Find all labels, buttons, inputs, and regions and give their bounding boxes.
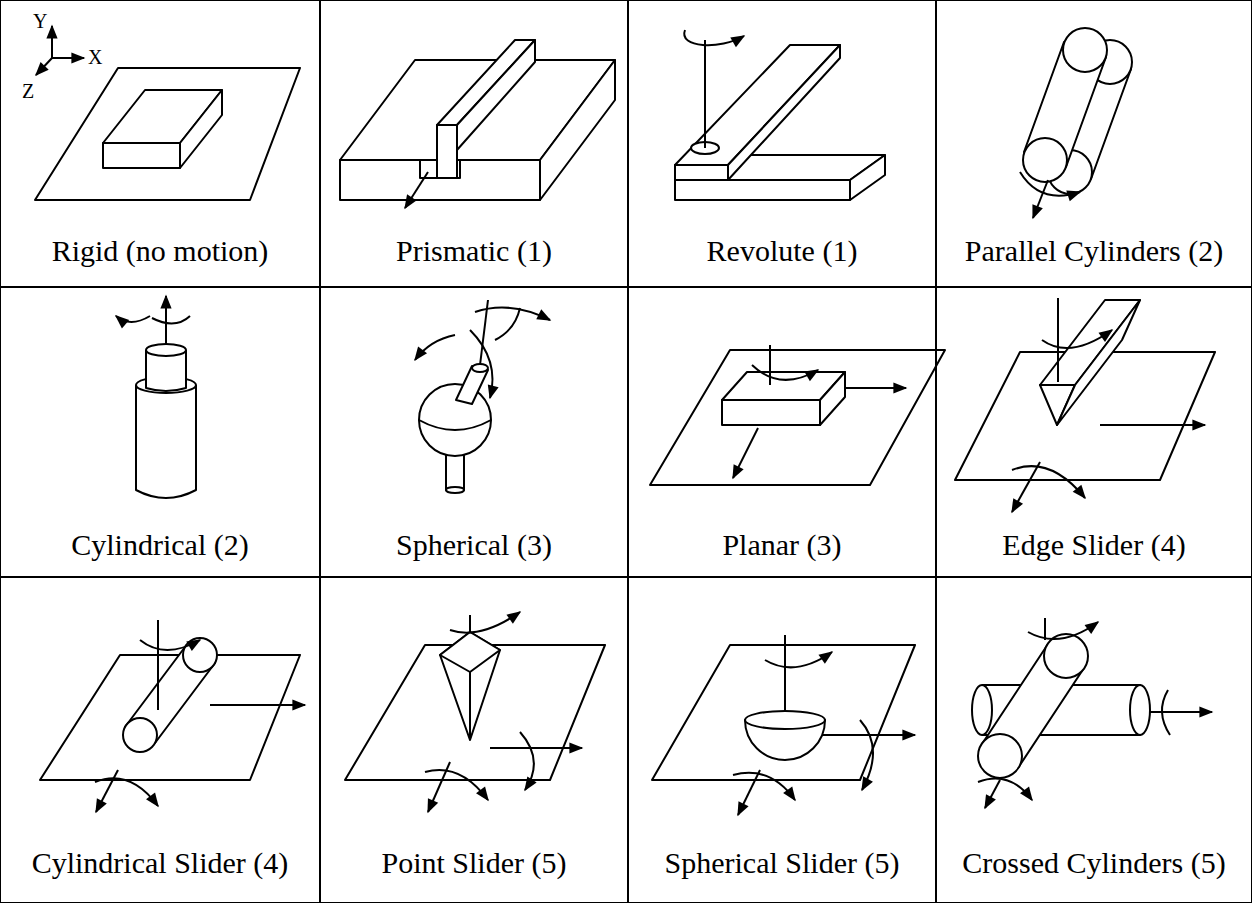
joint-cell: Spherical (3) (320, 287, 628, 577)
point-slider-figure (345, 612, 605, 812)
joint-cell: Revolute (1) (628, 0, 936, 287)
joint-caption: Spherical (3) (321, 528, 627, 562)
joint-cell: Prismatic (1) (320, 0, 628, 287)
joint-caption: Cylindrical (2) (1, 528, 319, 562)
joint-cell: Edge Slider (4) (936, 287, 1252, 577)
joint-caption: Crossed Cylinders (5) (937, 846, 1251, 880)
joint-cell: Parallel Cylinders (2) (936, 0, 1252, 287)
joint-caption: Edge Slider (4) (937, 528, 1251, 562)
cylindrical-slider-figure (40, 620, 305, 812)
joint-cell: Crossed Cylinders (5) (936, 577, 1252, 903)
joint-caption: Prismatic (1) (321, 234, 627, 268)
revolute-figure (675, 30, 885, 200)
joint-caption: Revolute (1) (629, 234, 935, 268)
axis-label: Y (33, 10, 47, 32)
joint-cell: Point Slider (5) (320, 577, 628, 903)
joint-caption: Planar (3) (629, 528, 935, 562)
cylindrical-figure (116, 296, 196, 498)
joint-cell: Cylindrical (2) (0, 287, 320, 577)
edge-slider-figure (955, 298, 1215, 512)
axis-label: Z (22, 80, 34, 102)
joint-cell: Rigid (no motion) (0, 0, 320, 287)
axis-label: X (88, 46, 102, 68)
prismatic-figure (340, 40, 615, 208)
spherical-slider-figure (652, 635, 915, 815)
joint-cell: Cylindrical Slider (4) (0, 577, 320, 903)
joint-caption: Point Slider (5) (321, 846, 627, 880)
joint-caption: Rigid (no motion) (1, 234, 319, 268)
joint-caption: Spherical Slider (5) (629, 846, 935, 880)
parallel-cylinders-figure (1020, 28, 1132, 218)
joint-caption: Cylindrical Slider (4) (1, 846, 319, 880)
crossed-cylinders-figure (972, 618, 1212, 808)
joint-caption: Parallel Cylinders (2) (937, 234, 1251, 268)
spherical-figure (415, 300, 550, 493)
planar-figure (650, 345, 945, 485)
rigid-figure (35, 26, 300, 200)
joint-cell: Spherical Slider (5) (628, 577, 936, 903)
joint-cell: Planar (3) (628, 287, 936, 577)
